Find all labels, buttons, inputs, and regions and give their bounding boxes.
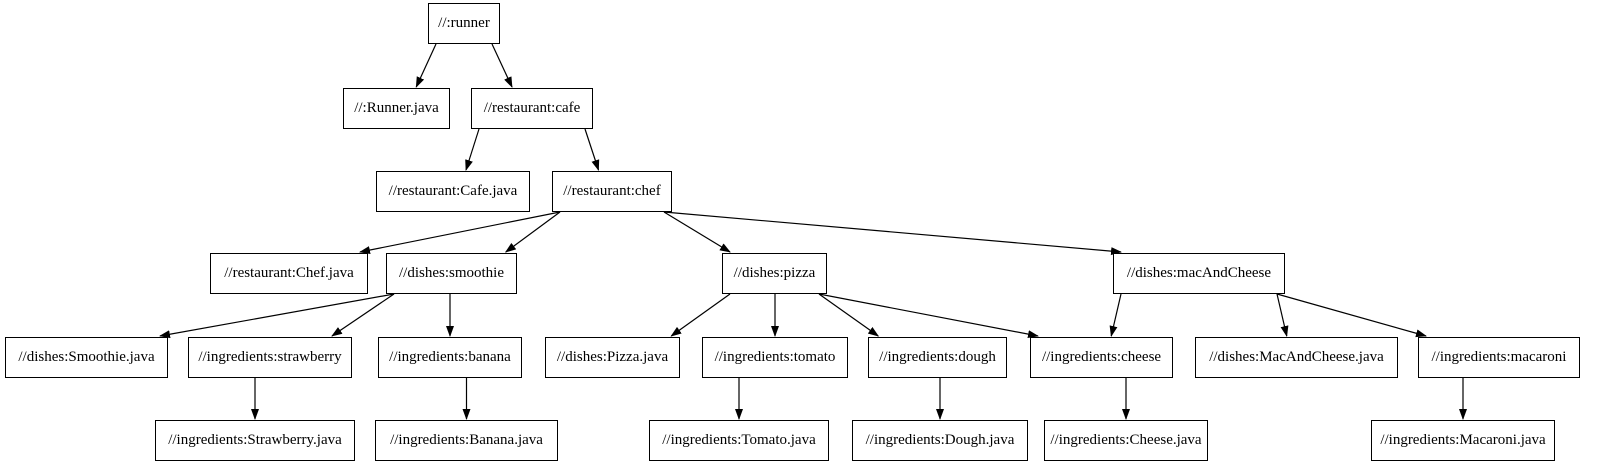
edge-pizza-to-pizza-java xyxy=(670,293,731,337)
graph-node-chef: //restaurant:chef xyxy=(552,171,672,212)
graph-node-cheese: //ingredients:cheese xyxy=(1030,337,1173,378)
edge-pizza-to-dough xyxy=(818,293,880,337)
graph-node-label: //restaurant:Cafe.java xyxy=(388,183,518,199)
edge-runner-to-cafe xyxy=(491,43,513,88)
graph-node-dough: //ingredients:dough xyxy=(868,337,1007,378)
edge-smoothie-to-smoothie-java xyxy=(159,293,395,339)
edge-mac-and-cheese-to-mac-and-cheese-java xyxy=(1276,293,1289,337)
graph-node-label: //dishes:macAndCheese xyxy=(1126,265,1272,281)
graph-node-label: //restaurant:cafe xyxy=(483,100,581,116)
graph-node-label: //ingredients:banana xyxy=(389,349,511,365)
graph-node-label: //restaurant:chef xyxy=(563,183,661,199)
graph-node-cheese-java: //ingredients:Cheese.java xyxy=(1044,420,1208,461)
edge-chef-to-pizza xyxy=(663,211,731,253)
graph-node-label: //dishes:pizza xyxy=(733,265,816,281)
edge-runner-to-runner-java xyxy=(415,43,437,88)
edge-mac-and-cheese-to-cheese xyxy=(1109,293,1122,337)
graph-node-pizza-java: //dishes:Pizza.java xyxy=(545,337,680,378)
graph-node-label: //ingredients:Strawberry.java xyxy=(168,432,342,448)
graph-node-label: //ingredients:macaroni xyxy=(1431,349,1567,365)
edge-chef-to-smoothie xyxy=(504,211,561,253)
graph-node-smoothie-java: //dishes:Smoothie.java xyxy=(5,337,168,378)
graph-node-mac-and-cheese: //dishes:macAndCheese xyxy=(1113,253,1285,294)
graph-node-strawberry: //ingredients:strawberry xyxy=(188,337,352,378)
graph-node-chef-java: //restaurant:Chef.java xyxy=(210,253,368,294)
edge-pizza-to-cheese xyxy=(818,293,1039,339)
graph-node-label: //dishes:Pizza.java xyxy=(556,349,669,365)
graph-node-tomato: //ingredients:tomato xyxy=(702,337,848,378)
graph-node-label: //ingredients:Tomato.java xyxy=(662,432,816,448)
graph-node-dough-java: //ingredients:Dough.java xyxy=(852,420,1028,461)
graph-node-cafe: //restaurant:cafe xyxy=(471,88,593,129)
graph-node-pizza: //dishes:pizza xyxy=(722,253,827,294)
graph-node-runner-java: //:Runner.java xyxy=(343,88,450,129)
graph-node-label: //restaurant:Chef.java xyxy=(224,265,354,281)
edge-cafe-to-chef xyxy=(584,128,600,171)
edge-chef-to-mac-and-cheese xyxy=(663,211,1122,256)
graph-node-label: //:runner xyxy=(438,15,490,31)
graph-node-label: //ingredients:Banana.java xyxy=(390,432,543,448)
graph-node-label: //dishes:MacAndCheese.java xyxy=(1209,349,1384,365)
edge-cafe-to-cafe-java xyxy=(465,128,480,171)
graph-node-label: //:Runner.java xyxy=(354,100,439,116)
graph-node-label: //ingredients:Cheese.java xyxy=(1050,432,1202,448)
graph-node-cafe-java: //restaurant:Cafe.java xyxy=(376,171,530,212)
graph-node-banana-java: //ingredients:Banana.java xyxy=(375,420,558,461)
edge-smoothie-to-strawberry xyxy=(331,293,395,337)
graph-node-label: //ingredients:strawberry xyxy=(198,349,342,365)
graph-node-label: //dishes:smoothie xyxy=(399,265,504,281)
graph-node-smoothie: //dishes:smoothie xyxy=(386,253,517,294)
graph-node-runner: //:runner xyxy=(428,3,500,44)
edge-chef-to-chef-java xyxy=(359,211,561,254)
graph-node-label: //ingredients:Dough.java xyxy=(865,432,1015,448)
graph-node-macaroni: //ingredients:macaroni xyxy=(1418,337,1580,378)
graph-node-mac-and-cheese-java: //dishes:MacAndCheese.java xyxy=(1195,337,1398,378)
graph-node-macaroni-java: //ingredients:Macaroni.java xyxy=(1371,420,1555,461)
graph-node-label: //ingredients:tomato xyxy=(714,349,836,365)
graph-node-label: //ingredients:cheese xyxy=(1041,349,1162,365)
edge-mac-and-cheese-to-macaroni xyxy=(1276,293,1427,338)
graph-node-label: //ingredients:Macaroni.java xyxy=(1380,432,1546,448)
graph-node-label: //ingredients:dough xyxy=(879,349,996,365)
graph-node-strawberry-java: //ingredients:Strawberry.java xyxy=(155,420,355,461)
graph-node-banana: //ingredients:banana xyxy=(378,337,522,378)
graph-node-label: //dishes:Smoothie.java xyxy=(18,349,155,365)
graph-node-tomato-java: //ingredients:Tomato.java xyxy=(649,420,829,461)
